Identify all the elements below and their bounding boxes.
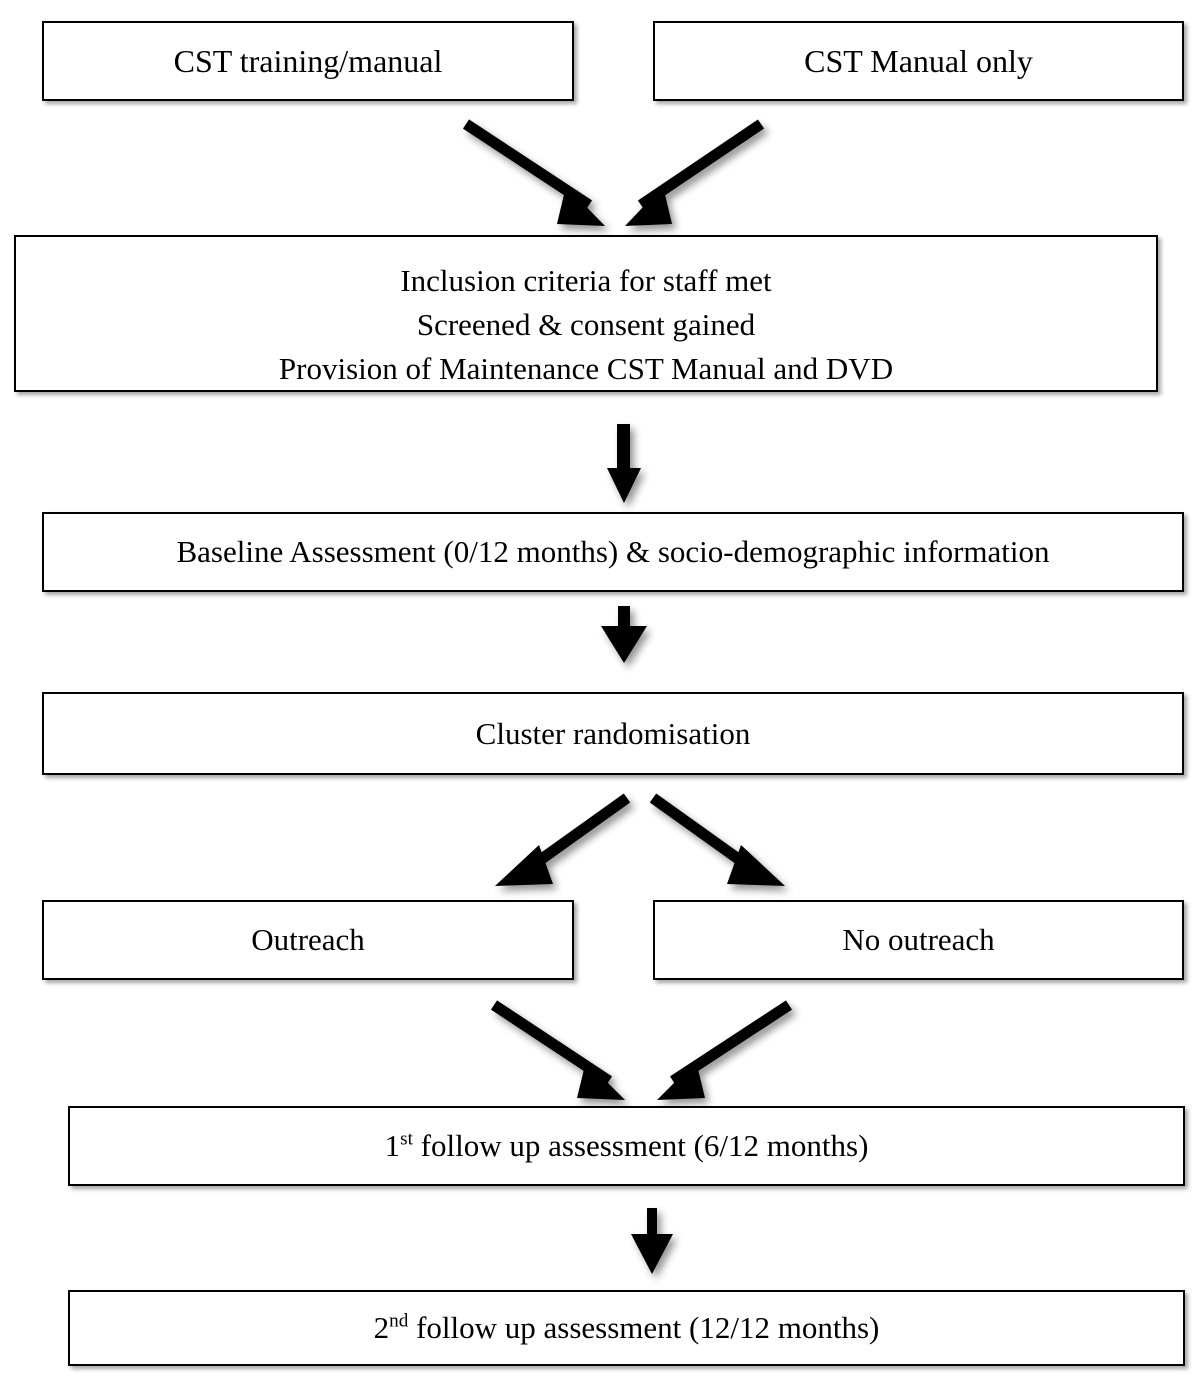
arrow-no-outreach-to-follow-up-1: [657, 1000, 793, 1100]
node-baseline-assessment[interactable]: Baseline Assessment (0/12 months) & soci…: [42, 512, 1184, 592]
arrow-outreach-to-follow-up-1: [490, 1000, 625, 1100]
node-cst-training-manual-label: CST training/manual: [173, 42, 443, 79]
follow-up-2-ordinal-suffix: nd: [389, 1310, 409, 1332]
arrow-inclusion-to-baseline: [607, 424, 641, 503]
arrow-cst-manual-to-inclusion: [625, 119, 765, 226]
node-cluster-randomisation-label: Cluster randomisation: [475, 715, 751, 751]
node-no-outreach-label: No outreach: [842, 922, 995, 958]
node-follow-up-1[interactable]: 1st follow up assessment (6/12 months): [68, 1106, 1185, 1186]
follow-up-1-ordinal-suffix: st: [400, 1128, 413, 1150]
node-follow-up-2[interactable]: 2nd follow up assessment (12/12 months): [68, 1290, 1185, 1366]
node-cst-manual-only[interactable]: CST Manual only: [653, 21, 1184, 101]
node-no-outreach[interactable]: No outreach: [653, 900, 1184, 980]
node-follow-up-2-label: 2nd follow up assessment (12/12 months): [70, 1308, 1183, 1348]
node-cluster-randomisation[interactable]: Cluster randomisation: [42, 692, 1184, 775]
follow-up-1-ordinal-number: 1: [384, 1128, 401, 1164]
node-outreach[interactable]: Outreach: [42, 900, 574, 980]
node-outreach-label: Outreach: [251, 922, 365, 958]
arrow-baseline-to-cluster: [601, 606, 647, 663]
node-cst-training-manual[interactable]: CST training/manual: [42, 21, 574, 101]
node-inclusion-criteria[interactable]: Inclusion criteria for staff met Screene…: [14, 235, 1158, 392]
arrow-cst-training-to-inclusion: [462, 119, 605, 226]
node-inclusion-criteria-label: Inclusion criteria for staff met Screene…: [278, 263, 894, 387]
follow-up-1-text: follow up assessment (6/12 months): [412, 1128, 869, 1164]
follow-up-2-text: follow up assessment (12/12 months): [408, 1310, 880, 1346]
node-baseline-assessment-label: Baseline Assessment (0/12 months) & soci…: [176, 534, 1050, 570]
node-follow-up-1-label: 1st follow up assessment (6/12 months): [70, 1126, 1183, 1166]
arrow-cluster-to-outreach: [495, 793, 631, 886]
arrow-cluster-to-no-outreach: [649, 793, 785, 886]
follow-up-2-ordinal-number: 2: [373, 1310, 390, 1346]
node-cst-manual-only-label: CST Manual only: [804, 42, 1033, 79]
arrow-follow-up-1-to-follow-up-2: [631, 1208, 673, 1274]
